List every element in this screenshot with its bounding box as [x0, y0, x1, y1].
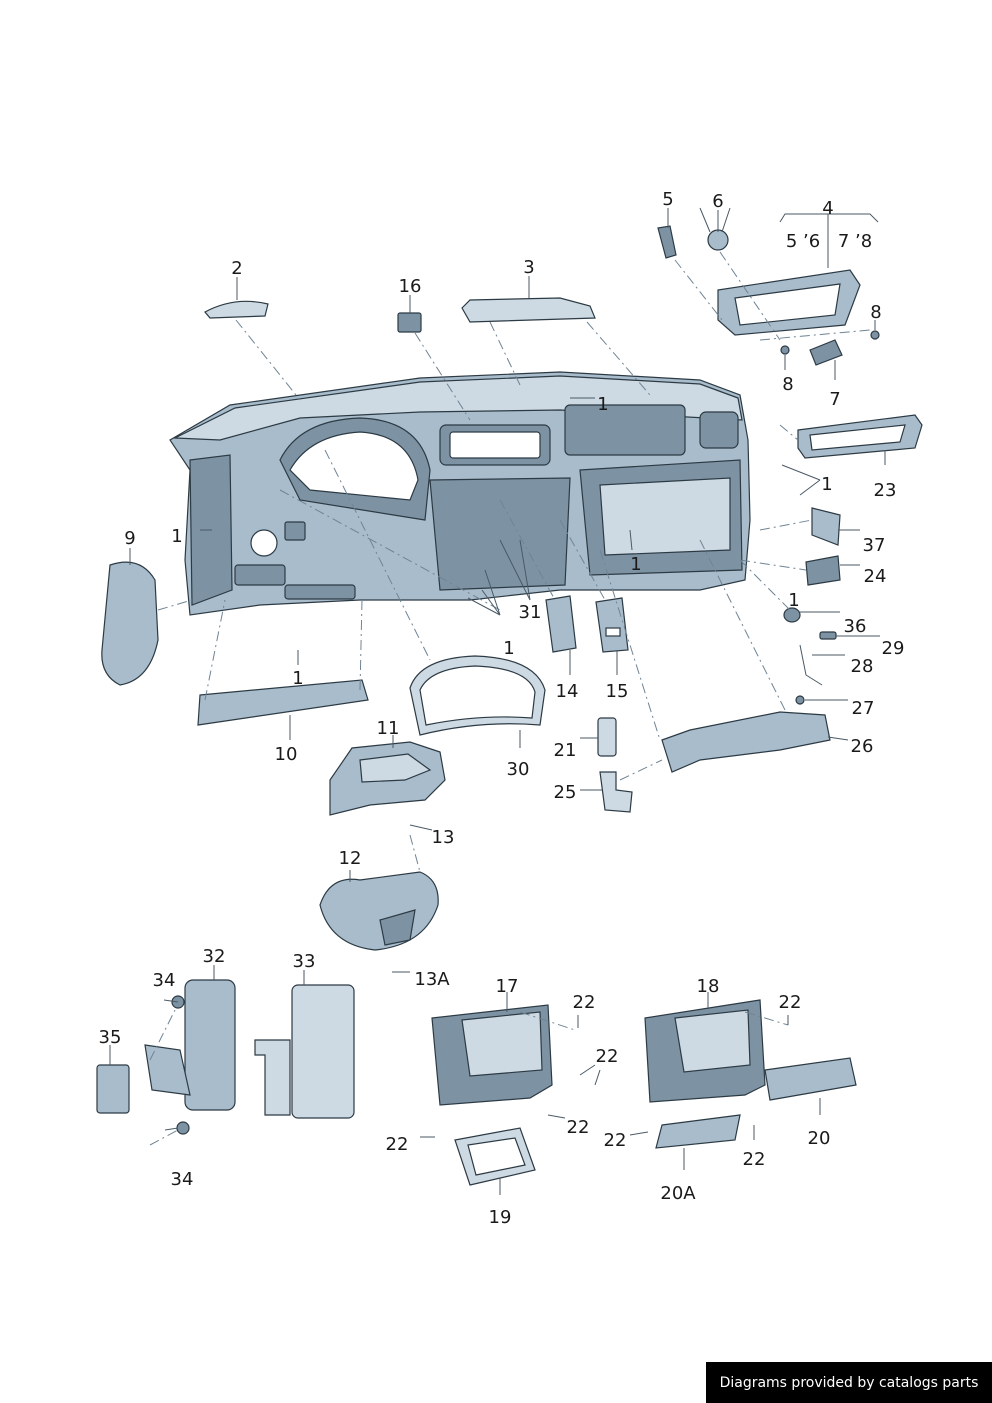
label-19: 19 — [489, 1207, 512, 1228]
part-23-vent-trim — [797, 414, 923, 459]
label-14: 14 — [556, 681, 579, 702]
label-1d: 1 — [630, 554, 641, 575]
part-24-cover — [805, 555, 841, 586]
part-5-clip — [657, 225, 677, 259]
part-34-screw — [171, 995, 190, 1135]
part-32-storage-tray — [184, 979, 236, 1111]
label-8b: 8 — [782, 374, 793, 395]
part-20a-lid — [655, 1114, 741, 1149]
label-5: 5 — [662, 189, 673, 210]
label-22a: 22 — [573, 992, 596, 1013]
label-7: 7 — [829, 389, 840, 410]
label-28: 28 — [851, 656, 874, 677]
label-15: 15 — [606, 681, 629, 702]
part-15-cover — [595, 597, 629, 653]
leader-lines — [109, 208, 886, 1195]
label-20: 20 — [808, 1128, 831, 1149]
label-25: 25 — [554, 782, 577, 803]
part-7-bracket — [809, 339, 843, 366]
part-4-vent-housing — [717, 269, 861, 336]
label-21: 21 — [554, 740, 577, 761]
label-32: 32 — [203, 946, 226, 967]
label-1c: 1 — [788, 590, 799, 611]
part-27-screw — [795, 695, 805, 705]
part-28-spring — [799, 644, 823, 686]
label-26: 26 — [851, 736, 874, 757]
part-30-cluster-bezel — [409, 655, 546, 736]
label-6: 6 — [712, 191, 723, 212]
label-10: 10 — [275, 744, 298, 765]
part-18-storage-bin — [644, 999, 766, 1103]
label-20a: 20A — [660, 1183, 696, 1204]
label-18: 18 — [697, 976, 720, 997]
label-33: 33 — [293, 951, 316, 972]
label-23: 23 — [874, 480, 897, 501]
label-24: 24 — [864, 566, 887, 587]
label-1a: 1 — [597, 394, 608, 415]
label-22g: 22 — [743, 1149, 766, 1170]
part-9-side-cover — [101, 561, 159, 686]
label-34a: 34 — [153, 970, 176, 991]
label-22c: 22 — [567, 1117, 590, 1138]
part-3-top-cover — [461, 297, 596, 323]
label-13: 13 — [432, 827, 455, 848]
label-9: 9 — [124, 528, 135, 549]
part-labels: 2 3 16 5 6 4 5 ’6 7 ’8 8 8 7 1 23 1 37 2… — [99, 189, 905, 1228]
part-29-pin — [819, 631, 837, 640]
label-1e: 1 — [171, 526, 182, 547]
label-17: 17 — [496, 976, 519, 997]
alignment-lines — [149, 251, 871, 1146]
part-20-lid — [764, 1057, 857, 1101]
label-29: 29 — [882, 638, 905, 659]
part-19-frame — [454, 1127, 536, 1186]
label-11: 11 — [377, 718, 400, 739]
label-1f: 1 — [503, 638, 514, 659]
label-4-sub-a: 5 ’6 — [786, 231, 820, 252]
label-8a: 8 — [870, 302, 881, 323]
part-25-elbow — [599, 771, 633, 813]
label-3: 3 — [523, 257, 534, 278]
label-1g: 1 — [292, 668, 303, 689]
label-36: 36 — [844, 616, 867, 637]
label-34b: 34 — [171, 1169, 194, 1190]
label-37: 37 — [863, 535, 886, 556]
credit-banner: Diagrams provided by catalogs parts — [706, 1362, 992, 1403]
dashboard-assembly — [169, 371, 751, 616]
label-16: 16 — [399, 276, 422, 297]
label-12: 12 — [339, 848, 362, 869]
part-6-spring — [699, 207, 731, 251]
part-10-lower-trim — [197, 679, 369, 726]
label-4-sub-b: 7 ’8 — [838, 231, 872, 252]
label-31: 31 — [519, 602, 542, 623]
label-22f: 22 — [604, 1130, 627, 1151]
label-22b: 22 — [596, 1046, 619, 1067]
label-13a: 13A — [414, 969, 450, 990]
part-37-bracket — [811, 507, 841, 546]
part-21-connector — [597, 717, 617, 757]
part-35-bracket — [96, 1044, 191, 1114]
part-12-lower-column-shroud — [319, 871, 439, 951]
part-2-trim-cover — [204, 300, 269, 319]
part-17-storage-bin — [431, 1004, 553, 1106]
part-14-cover — [545, 595, 577, 653]
part-16-cap — [397, 312, 422, 333]
part-11-upper-column-shroud — [329, 741, 446, 816]
label-4: 4 — [822, 198, 833, 219]
part-26-lower-console — [661, 711, 831, 773]
label-22e: 22 — [779, 992, 802, 1013]
label-27: 27 — [852, 698, 875, 719]
label-2: 2 — [231, 258, 242, 279]
credit-text: Diagrams provided by catalogs parts — [719, 1374, 979, 1391]
part-33-tray-frame — [254, 984, 355, 1119]
label-30: 30 — [507, 759, 530, 780]
part-8-screw — [780, 330, 880, 355]
part-36-plug — [783, 607, 801, 623]
label-1b: 1 — [821, 474, 832, 495]
label-22d: 22 — [386, 1134, 409, 1155]
label-35: 35 — [99, 1027, 122, 1048]
